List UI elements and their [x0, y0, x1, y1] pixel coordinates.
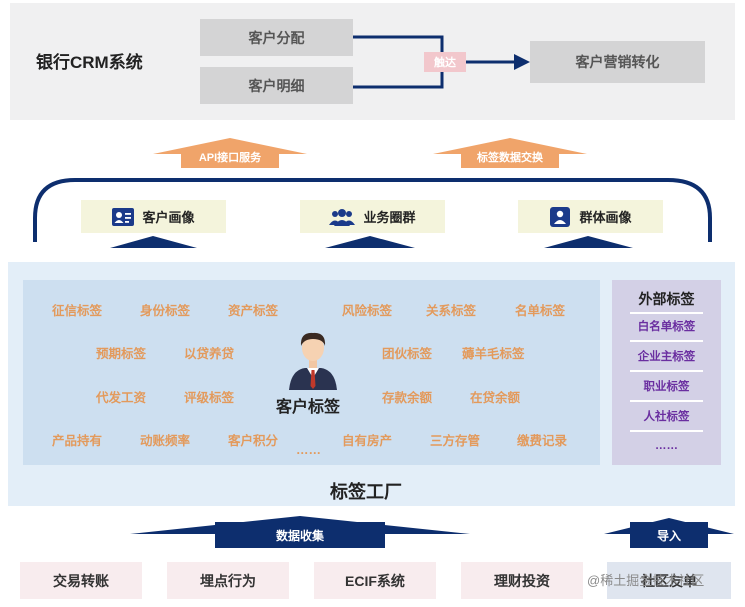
customer-detail-box: 客户明细: [200, 67, 353, 104]
bracket-curve: [33, 178, 712, 242]
tag-exchange-label: 标签数据交换: [477, 152, 543, 164]
business-circle-chip: 业务圈群: [300, 200, 445, 233]
external-tags-title: 外部标签: [638, 291, 695, 307]
customer-marketing-box: 客户营销转化: [530, 41, 705, 83]
tag-item: 薅羊毛标签: [462, 347, 525, 361]
customer-portrait-chip: 客户画像: [81, 200, 226, 233]
tag-item: 名单标签: [515, 304, 566, 318]
tag-item: 团伙标签: [382, 347, 433, 361]
touch-arrow-head: [514, 54, 530, 70]
tag-item: 评级标签: [184, 391, 235, 405]
tags-ellipsis: ……: [296, 443, 321, 457]
source-box: 埋点行为: [167, 562, 289, 599]
external-tag-item: 职业标签: [643, 381, 690, 393]
customer-avatar-icon: [285, 328, 341, 395]
divider: [630, 400, 703, 402]
tag-item: 资产标签: [228, 304, 279, 318]
source-box: ECIF系统: [314, 562, 436, 599]
external-tag-item: 企业主标签: [637, 351, 696, 363]
source-box: 社区友单: [607, 562, 731, 599]
tag-item: 预期标签: [96, 347, 147, 361]
tag-item: 风险标签: [342, 304, 393, 318]
divider: [630, 312, 703, 314]
group-up-arrow: [544, 236, 633, 248]
external-tags-ellipsis: ……: [655, 440, 678, 452]
crm-title: 银行CRM系统: [36, 53, 143, 72]
person-badge-icon: [549, 206, 571, 227]
id-card-icon: [112, 207, 135, 227]
tag-item: 身份标签: [140, 304, 191, 318]
touch-label: 触达: [424, 52, 466, 72]
tag-item: 自有房产: [342, 434, 393, 448]
exchange-arrow-body: [461, 154, 559, 168]
tag-item: 三方存管: [430, 434, 481, 448]
tag-item: 动账频率: [140, 434, 191, 448]
tag-item: 以贷养贷: [184, 347, 235, 361]
tag-item: 缴费记录: [517, 434, 568, 448]
tag-item: 存款余额: [382, 391, 433, 405]
tag-item: 在贷余额: [470, 391, 521, 405]
import-bar: 导入: [630, 522, 708, 548]
customer-up-arrow: [110, 236, 197, 248]
customer-allocation-box: 客户分配: [200, 19, 353, 56]
data-collection-bar: 数据收集: [215, 522, 385, 548]
tag-item: 关系标签: [426, 304, 477, 318]
external-tag-item: 人社标签: [643, 411, 690, 423]
divider: [630, 340, 703, 342]
source-box: 交易转账: [20, 562, 142, 599]
customer-portrait-label: 客户画像: [142, 210, 195, 225]
business-up-arrow: [325, 236, 415, 248]
watermark: @稀土掘金技术社区: [587, 573, 705, 588]
tag-item: 产品持有: [52, 434, 103, 448]
external-tags-panel: [612, 280, 721, 465]
external-tag-item: 白名单标签: [637, 321, 696, 333]
api-service-label: API接口服务: [198, 152, 262, 164]
customer-tag-title: 客户标签: [276, 399, 341, 416]
tag-factory-title: 标签工厂: [330, 482, 402, 502]
portrait-bracket: [33, 178, 712, 248]
api-arrow-body: [181, 154, 279, 168]
divider: [630, 430, 703, 432]
tag-item: 代发工资: [96, 391, 147, 405]
divider: [630, 370, 703, 372]
source-box: 理财投资: [461, 562, 583, 599]
upward-arrows: [153, 138, 587, 168]
exchange-arrow-head: [433, 138, 587, 154]
group-portrait-label: 群体画像: [579, 210, 632, 225]
group-portrait-chip: 群体画像: [518, 200, 663, 233]
business-circle-label: 业务圈群: [363, 210, 416, 225]
crm-connector-lines: [353, 35, 530, 89]
api-arrow-head: [153, 138, 307, 154]
tag-item: 征信标签: [52, 304, 103, 318]
tag-item: 客户积分: [228, 434, 279, 448]
users-group-icon: [329, 207, 356, 227]
